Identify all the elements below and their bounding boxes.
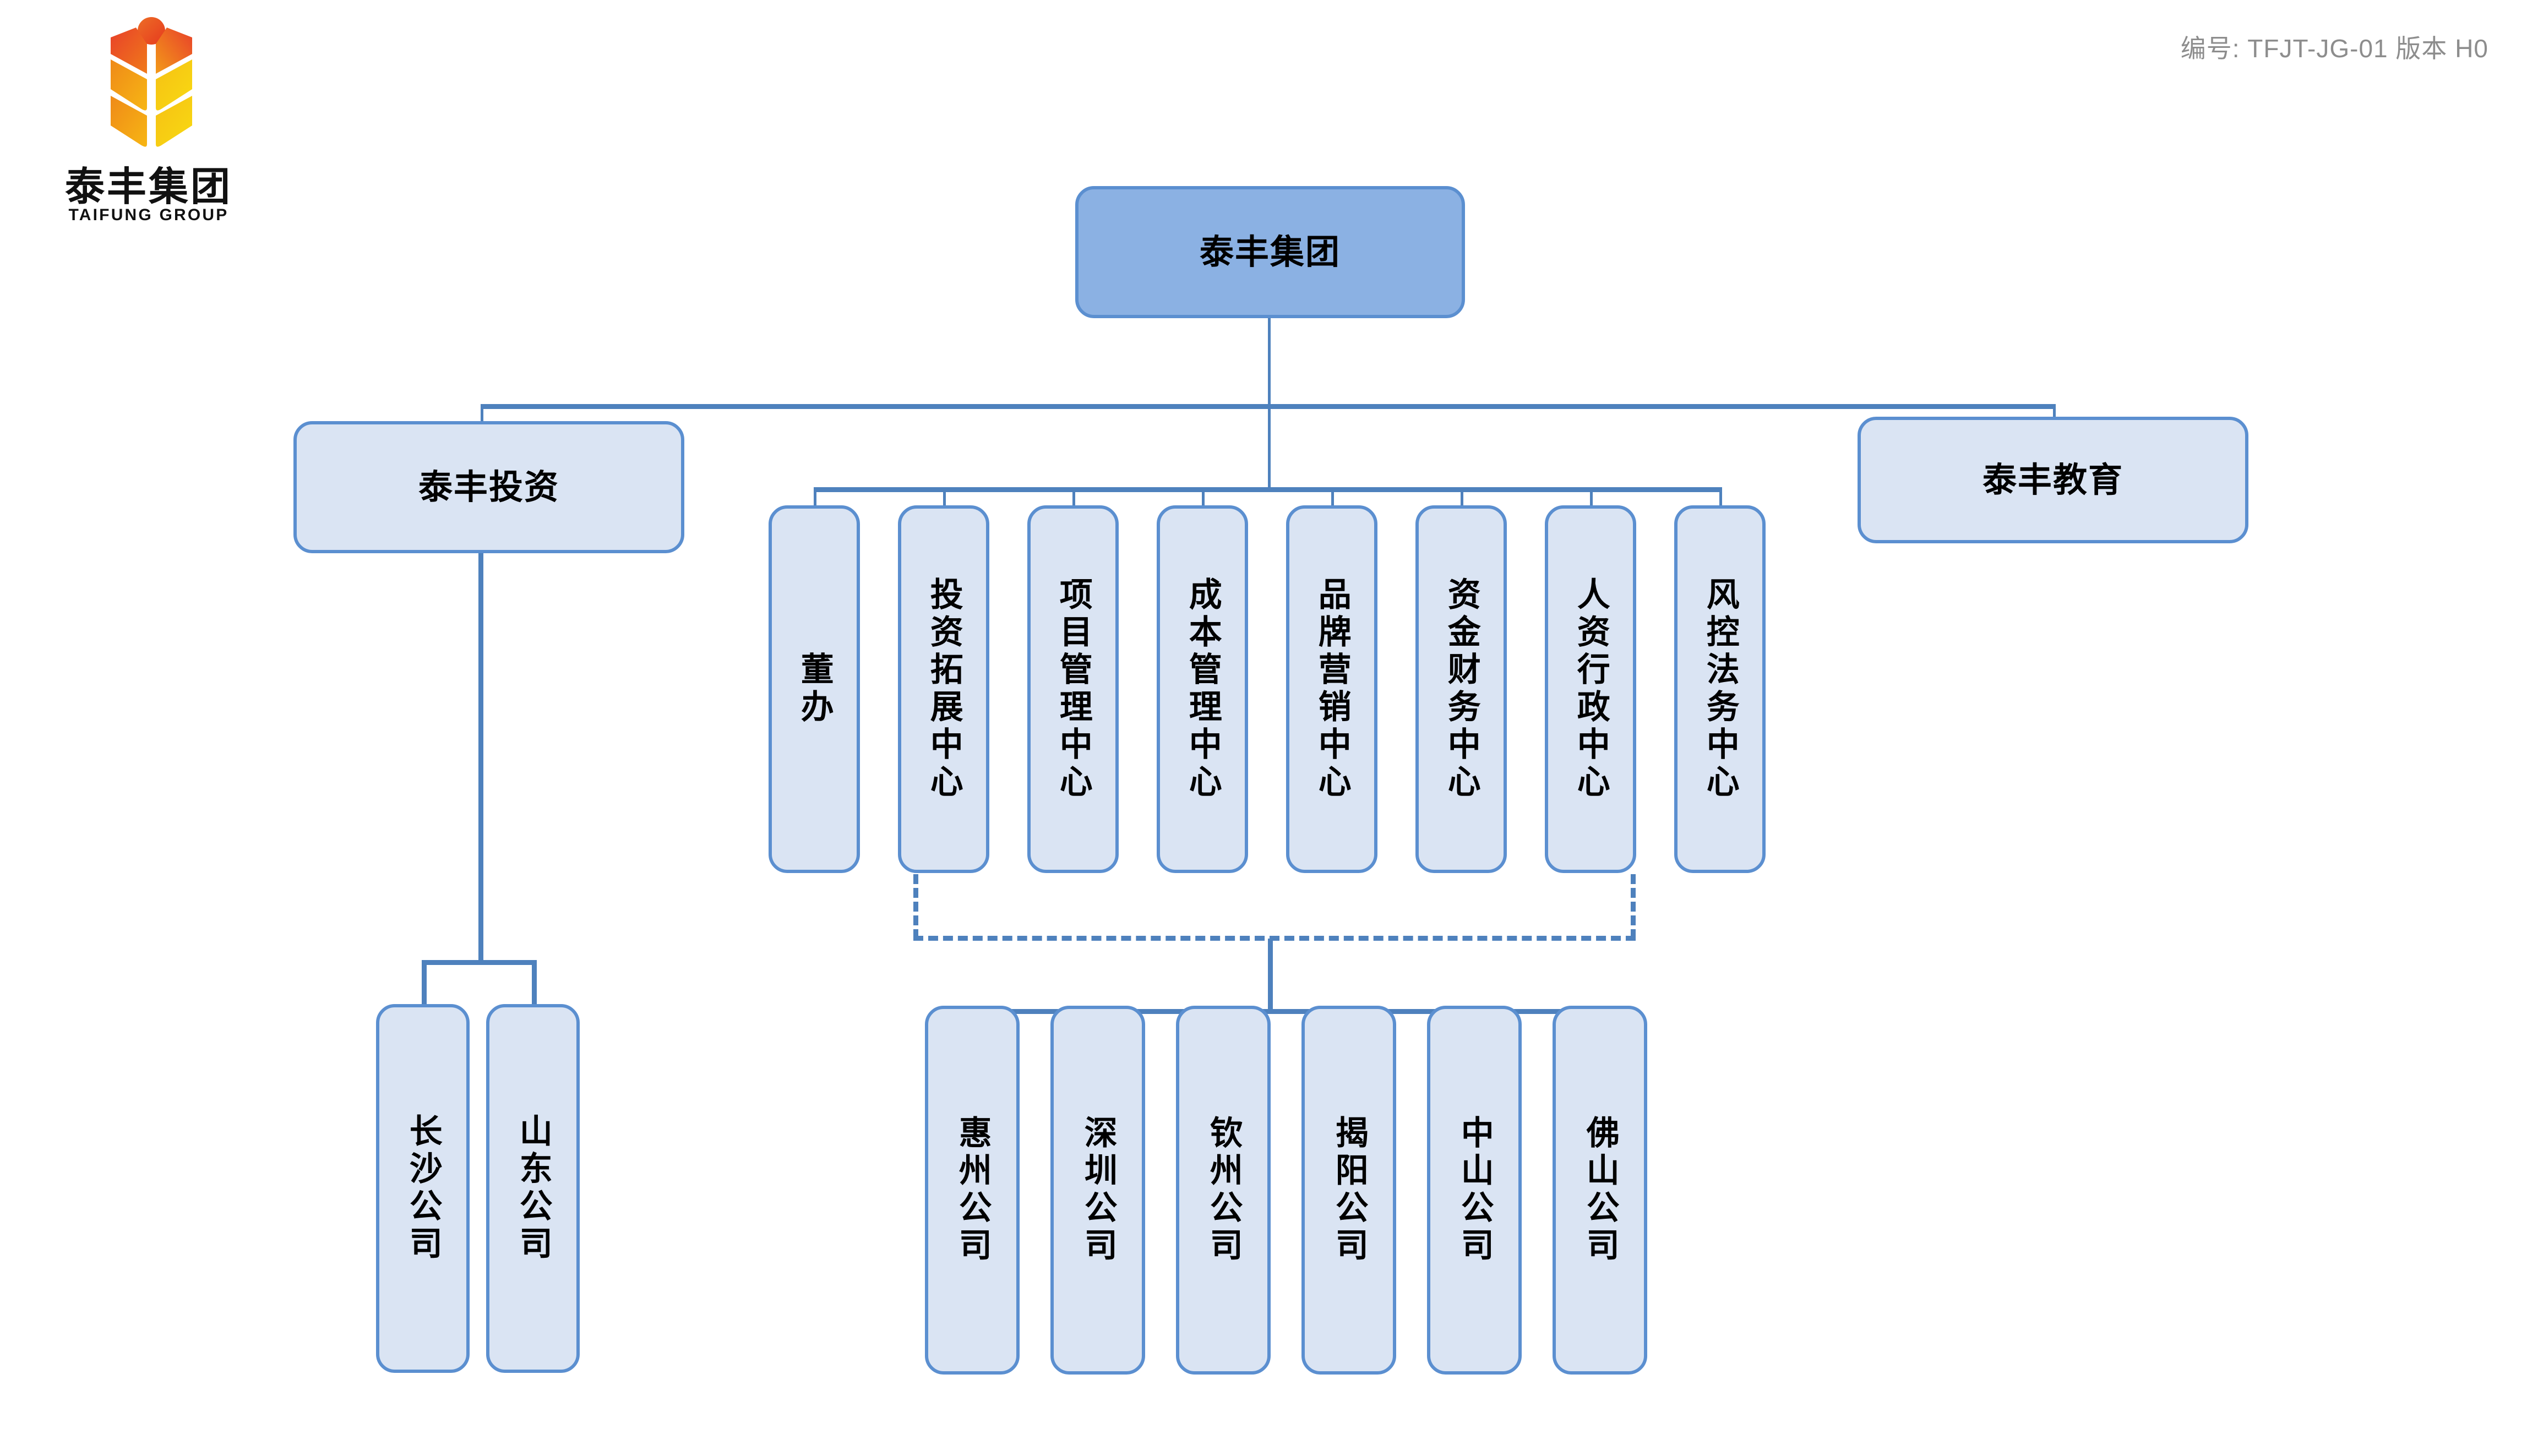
node-label: 董办 bbox=[795, 652, 834, 727]
node-dept-renzi-xingzheng[interactable]: 人资行政中心 bbox=[1545, 505, 1636, 873]
node-label: 泰丰集团 bbox=[1199, 231, 1341, 272]
connector-invest-leg-1 bbox=[532, 960, 537, 1007]
node-dept-zijin-caiwu[interactable]: 资金财务中心 bbox=[1415, 505, 1507, 873]
node-label: 长沙公司 bbox=[404, 1114, 443, 1263]
company-logo: 泰丰集团 TAIFUNG GROUP bbox=[33, 10, 264, 247]
connector-department-bus bbox=[815, 487, 1721, 492]
connector-dept-leg-0 bbox=[814, 487, 816, 506]
connector-to-education bbox=[2053, 404, 2056, 423]
node-dept-pinpai-yingxiao[interactable]: 品牌营销中心 bbox=[1286, 505, 1377, 873]
node-label: 中山公司 bbox=[1455, 1115, 1494, 1265]
connector-dept-leg-5 bbox=[1461, 487, 1463, 506]
node-invest[interactable]: 泰丰投资 bbox=[293, 421, 684, 553]
connector-dashed-bus bbox=[913, 936, 1636, 941]
node-label: 风控法务中心 bbox=[1701, 577, 1740, 801]
connector-root-stem bbox=[1268, 318, 1271, 406]
connector-dept-leg-7 bbox=[1719, 487, 1722, 506]
node-label: 人资行政中心 bbox=[1571, 577, 1610, 801]
node-co-qinzhou[interactable]: 钦州公司 bbox=[1176, 1006, 1271, 1375]
node-label: 泰丰教育 bbox=[1982, 459, 2123, 500]
node-dept-fengkong-fawu[interactable]: 风控法务中心 bbox=[1674, 505, 1766, 873]
node-dept-dongban[interactable]: 董办 bbox=[769, 505, 860, 873]
node-co-foshan[interactable]: 佛山公司 bbox=[1553, 1006, 1647, 1375]
node-dept-chengben-guanli[interactable]: 成本管理中心 bbox=[1157, 505, 1248, 873]
connector-dept-leg-1 bbox=[943, 487, 946, 506]
connector-dashed-right-riser bbox=[1631, 874, 1636, 939]
node-label: 惠州公司 bbox=[953, 1115, 992, 1265]
connector-dept-leg-6 bbox=[1590, 487, 1593, 506]
connector-regional-stem bbox=[1268, 939, 1273, 1011]
connector-dept-leg-3 bbox=[1202, 487, 1205, 506]
node-label: 钦州公司 bbox=[1204, 1115, 1243, 1265]
node-label: 深圳公司 bbox=[1079, 1115, 1118, 1265]
node-co-zhongshan[interactable]: 中山公司 bbox=[1427, 1006, 1522, 1375]
node-label: 资金财务中心 bbox=[1442, 577, 1481, 801]
wheat-sheaf-logo-icon bbox=[111, 17, 192, 147]
connector-invest-child-bus bbox=[424, 960, 534, 965]
node-co-jieyang[interactable]: 揭阳公司 bbox=[1301, 1006, 1396, 1375]
node-group-root[interactable]: 泰丰集团 bbox=[1075, 186, 1465, 318]
connector-dept-leg-2 bbox=[1072, 487, 1075, 506]
connector-regional-bus bbox=[974, 1009, 1603, 1014]
document-code: 编号: TFJT-JG-01 版本 H0 bbox=[2180, 34, 2488, 63]
node-co-shandong[interactable]: 山东公司 bbox=[486, 1004, 580, 1373]
node-label: 揭阳公司 bbox=[1330, 1115, 1369, 1265]
connector-to-invest bbox=[481, 404, 483, 423]
connector-dashed-left-riser bbox=[913, 874, 918, 939]
connector-invest-stem bbox=[478, 552, 483, 962]
node-dept-xiangmu-guanli[interactable]: 项目管理中心 bbox=[1027, 505, 1119, 873]
node-co-huizhou[interactable]: 惠州公司 bbox=[925, 1006, 1020, 1375]
logo-name-cn: 泰丰集团 bbox=[64, 163, 232, 210]
node-co-changsha[interactable]: 长沙公司 bbox=[376, 1004, 470, 1373]
node-dept-touzi-tuozhan[interactable]: 投资拓展中心 bbox=[898, 505, 989, 873]
connector-invest-leg-0 bbox=[422, 960, 427, 1007]
node-label: 泰丰投资 bbox=[418, 466, 559, 507]
node-label: 品牌营销中心 bbox=[1312, 577, 1352, 801]
connector-dept-leg-4 bbox=[1331, 487, 1334, 506]
logo-name-en: TAIFUNG GROUP bbox=[68, 206, 229, 224]
node-label: 佛山公司 bbox=[1581, 1115, 1620, 1265]
node-label: 成本管理中心 bbox=[1183, 577, 1222, 801]
node-label: 投资拓展中心 bbox=[924, 577, 963, 801]
node-education[interactable]: 泰丰教育 bbox=[1858, 417, 2248, 543]
connector-center-stem bbox=[1268, 404, 1271, 489]
node-co-shenzhen[interactable]: 深圳公司 bbox=[1050, 1006, 1145, 1375]
node-label: 项目管理中心 bbox=[1054, 577, 1093, 801]
node-label: 山东公司 bbox=[514, 1114, 553, 1263]
